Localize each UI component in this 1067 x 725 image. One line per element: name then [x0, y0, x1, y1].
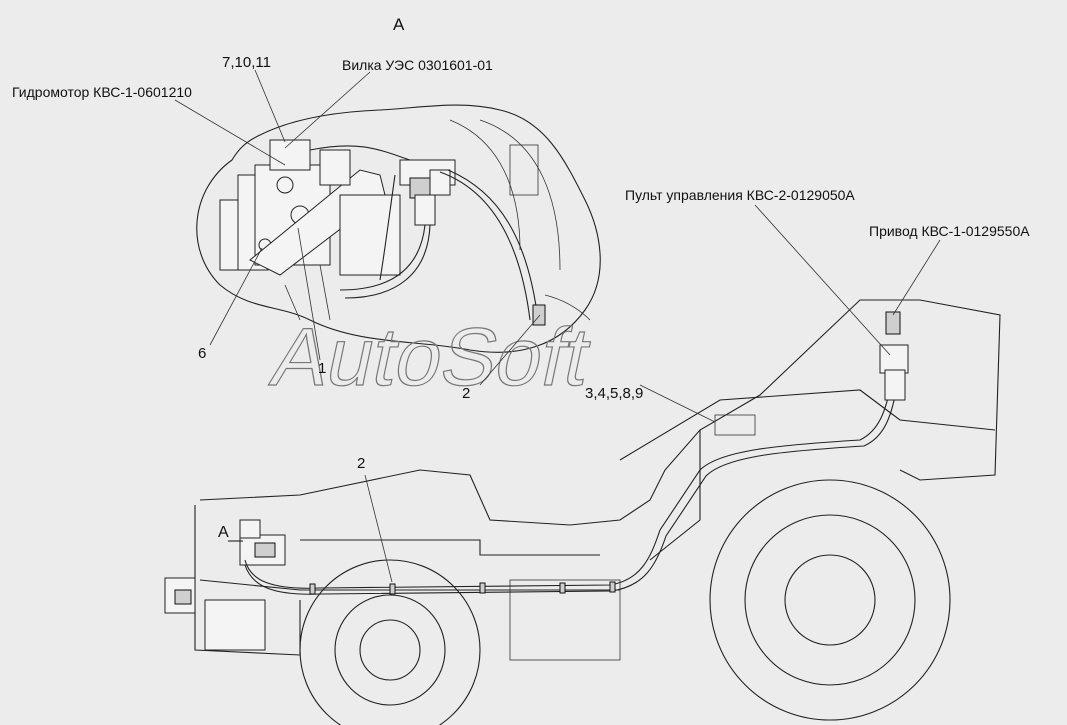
hose	[344, 224, 431, 299]
leader-lines	[174, 69, 941, 583]
step-panel	[509, 579, 621, 661]
hydromotor-fitting	[276, 176, 294, 194]
label-items-3-4-5-8-9: 3,4,5,8,9	[585, 385, 643, 402]
side-rail	[199, 579, 620, 591]
label-item-2-bottom: 2	[357, 455, 365, 472]
label-item-1: 1	[318, 360, 326, 377]
hose	[447, 169, 539, 321]
frame-post	[509, 144, 539, 196]
view-label: А	[393, 15, 405, 34]
frame-line	[544, 294, 591, 321]
hitch-pin	[174, 589, 192, 605]
hose-routing	[244, 391, 897, 595]
hose	[339, 224, 426, 291]
floor-line	[300, 539, 600, 556]
frame-arc	[449, 119, 521, 251]
label-item-2-top: 2	[462, 385, 470, 402]
detail-cloud-outline	[196, 104, 601, 353]
valve-body	[414, 194, 436, 226]
hose-routing	[244, 389, 891, 589]
plug-housing	[269, 139, 311, 171]
front-box	[204, 599, 266, 651]
control-panel-unit	[879, 344, 909, 374]
machine-side-view	[164, 299, 1001, 725]
drive-unit	[885, 311, 901, 335]
plug-small	[239, 519, 261, 539]
frame-arc	[479, 119, 561, 271]
chassis-outline	[199, 299, 1001, 526]
front-wheel	[299, 559, 481, 725]
label-item-6: 6	[198, 345, 206, 362]
label-drive: Привод КВС-1-0129550А	[869, 223, 1030, 239]
label-plug: Вилка УЭС 0301601-01	[342, 57, 493, 73]
frame-bracket	[219, 199, 239, 271]
hydromotor-core	[254, 542, 276, 558]
label-hydromotor: Гидромотор КВС-1-0601210	[12, 84, 192, 100]
body-panel	[649, 430, 701, 561]
panel-bracket	[884, 369, 906, 401]
frame-line	[284, 264, 331, 321]
hose-clamps	[309, 581, 616, 595]
rear-body-line	[619, 389, 996, 461]
rear-wheel	[709, 479, 951, 721]
cable	[309, 145, 411, 161]
hose	[439, 171, 531, 321]
label-items-7-10-11: 7,10,11	[222, 54, 271, 71]
view-marker: А	[218, 524, 229, 541]
valve-cap	[429, 169, 451, 196]
label-control-panel: Пульт управления КВС-2-0129050А	[625, 187, 855, 203]
hose	[379, 174, 396, 281]
bracket	[714, 414, 756, 436]
connector-block	[319, 149, 351, 186]
